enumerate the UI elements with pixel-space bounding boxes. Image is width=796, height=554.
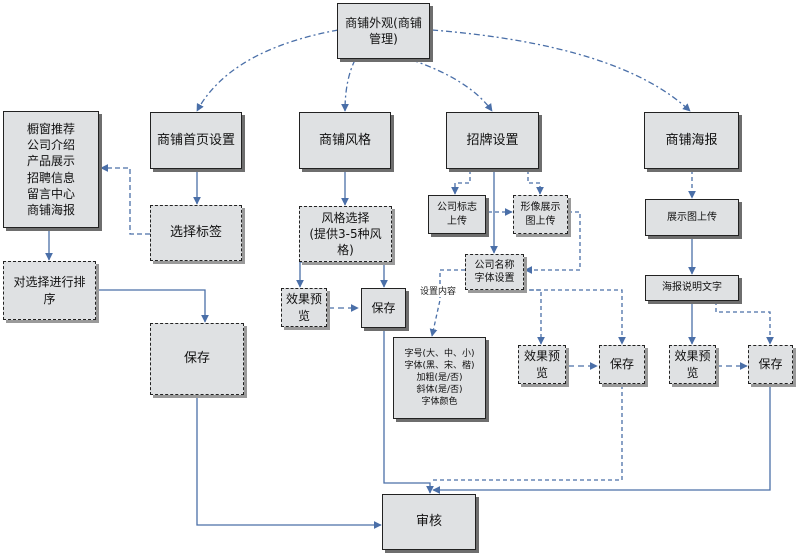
edge-text-save xyxy=(715,301,774,345)
edge-stylesave-review xyxy=(383,328,434,494)
home-setup-node: 商铺首页设置 xyxy=(150,112,242,169)
sign-preview-node: 效果预 览 xyxy=(518,345,566,384)
edge-root-sign xyxy=(411,59,493,112)
poster-preview-node: 效果预 览 xyxy=(669,345,716,384)
edge-postersave-review xyxy=(432,385,771,494)
edge-root-style xyxy=(341,59,356,112)
sign-save-node: 保存 xyxy=(599,345,645,384)
edge-name-preview xyxy=(494,289,545,345)
home-save-node: 保存 xyxy=(150,323,244,395)
edge-save-review xyxy=(196,395,382,529)
settings-content-label: 设置内容 xyxy=(418,284,459,297)
poster-node: 商铺海报 xyxy=(644,112,739,169)
select-tab-node: 选择标签 xyxy=(150,205,242,261)
edge-sign-image xyxy=(527,170,544,195)
edge-root-home xyxy=(196,29,339,112)
style-preview-node: 效果预 览 xyxy=(281,288,327,327)
edge-signsave-review xyxy=(430,385,623,481)
edge-select-preview xyxy=(296,261,330,288)
signboard-node: 招牌设置 xyxy=(446,112,539,169)
edge-name-save xyxy=(516,289,626,345)
review-node: 审核 xyxy=(382,494,476,550)
display-upload-node: 展示图上传 xyxy=(645,199,739,236)
edge-select-tabs xyxy=(100,164,150,235)
company-name-font-node: 公司名称 字体设置 xyxy=(465,254,524,290)
poster-text-node: 海报说明文字 xyxy=(645,275,739,301)
style-select-node: 风格选择 (提供3-5种风 格) xyxy=(299,206,392,262)
edge-select-save xyxy=(360,261,388,288)
edge-sort-save xyxy=(96,289,209,323)
sort-selection-node: 对选择进行排 序 xyxy=(3,261,96,320)
image-upload-node: 形像展示 图上传 xyxy=(513,195,568,234)
edge-sign-logo xyxy=(451,170,471,195)
logo-upload-node: 公司标志 上传 xyxy=(428,195,486,234)
edge-root-poster xyxy=(431,29,691,112)
poster-save-node: 保存 xyxy=(748,345,793,384)
font-settings-node: 字号(大、中、小) 字体(黑、宋、楷) 加粗(是/否) 斜体(是/否) 字体颜色 xyxy=(393,337,486,419)
style-node: 商铺风格 xyxy=(299,112,391,169)
tabs-list-node: 橱窗推荐 公司介绍 产品展示 招聘信息 留言中心 商铺海报 xyxy=(3,111,99,228)
root-node: 商铺外观(商铺 管理) xyxy=(337,3,430,59)
edge-name-fonts xyxy=(429,269,465,337)
style-save-node: 保存 xyxy=(361,288,406,328)
